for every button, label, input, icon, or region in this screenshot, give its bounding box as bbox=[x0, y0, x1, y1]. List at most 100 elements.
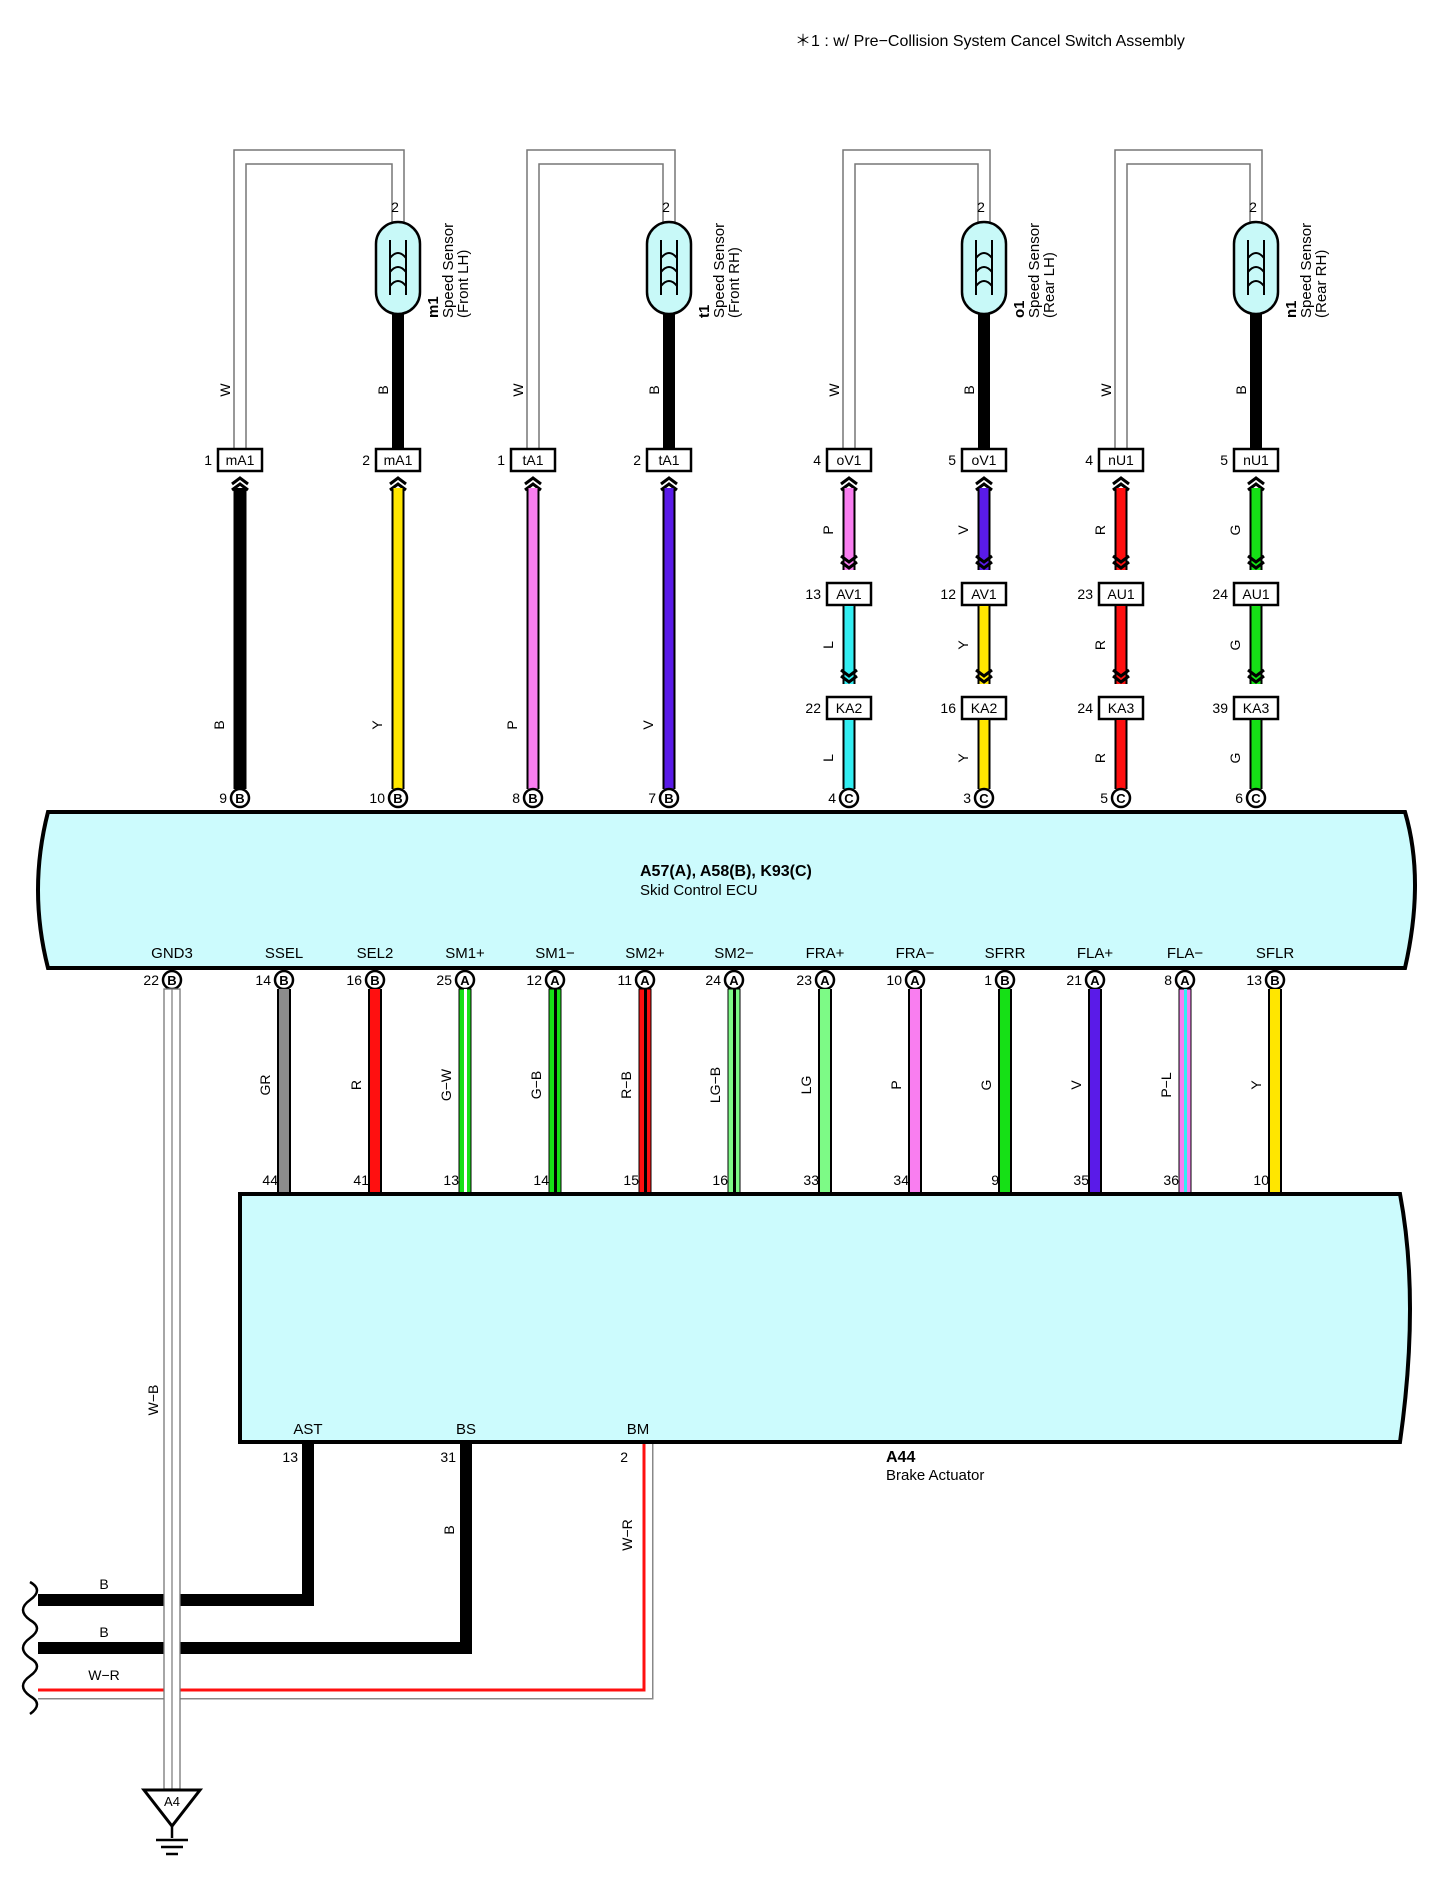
ecu-bottom-sm2p-wire-label: R−B bbox=[618, 1071, 634, 1099]
bm-wire-red bbox=[38, 1444, 646, 1692]
circuit-1-lower-a-label: B bbox=[211, 720, 227, 729]
circuit-4-chev-b2-stroke bbox=[1247, 554, 1265, 564]
circuit-3-ka-a-label: KA2 bbox=[836, 700, 863, 716]
sensor-o1-title: Speed Sensor bbox=[1026, 223, 1043, 318]
circuit-3-lower-b-fill bbox=[979, 720, 989, 789]
circuit-4-lower-a-label: R bbox=[1092, 753, 1108, 763]
sensor-t1-pin-top: 2 bbox=[662, 199, 670, 215]
circuit-4-chev-b2-stroke bbox=[1247, 560, 1265, 570]
ecu-bottom-sflr-pin-pin: 13 bbox=[1246, 972, 1262, 988]
circuit-4-av-b-pin: 24 bbox=[1212, 586, 1228, 602]
circuit-4-av-wire-b-fill bbox=[1251, 606, 1261, 684]
ecu-bottom-sel2-pin-tag: B bbox=[370, 973, 379, 988]
circuit-4-loop-outer bbox=[1114, 149, 1263, 448]
brake-actuator bbox=[238, 1192, 1412, 1444]
ecu-bottom-sm2m-wire-stripe bbox=[733, 989, 736, 1194]
sensor-m1-pin-bottom: 1 bbox=[391, 321, 399, 337]
ecu-bottom-ssel-wire-label: GR bbox=[257, 1075, 273, 1096]
circuit-1-conn-a bbox=[216, 447, 264, 473]
circuit-3-chev-b3-stroke bbox=[975, 668, 993, 678]
skid-control-ecu bbox=[36, 810, 1417, 970]
circuit-3-lower-a-label: L bbox=[820, 754, 836, 762]
circuit-4-lower-a-fill bbox=[1116, 720, 1126, 789]
circuit-2-chev-a-stroke bbox=[524, 476, 542, 486]
circuit-4-lower-b-label: G bbox=[1227, 753, 1243, 764]
bm-wire-white bbox=[38, 1444, 652, 1698]
circuit-1-lower-a-fill bbox=[235, 488, 245, 789]
circuit-4-av-a-label: R bbox=[1092, 640, 1108, 650]
circuit-3-av-b-label: Y bbox=[955, 640, 971, 650]
circuit-2-b-label: B bbox=[646, 385, 662, 394]
circuit-2-conn-a bbox=[509, 447, 557, 473]
note-text: ＊1 : w/ Pre−Collision System Cancel Swit… bbox=[795, 33, 1185, 50]
ecu-bottom-sflr-act-pin: 10 bbox=[1253, 1172, 1269, 1188]
circuit-4-av-b-label: AU1 bbox=[1242, 586, 1269, 602]
bs-wire-label: B bbox=[441, 1525, 457, 1534]
circuit-3-conn-a-pin: 4 bbox=[813, 452, 821, 468]
circuit-2-conn-b-pin: 2 bbox=[633, 452, 641, 468]
circuit-3-av-b-label: AV1 bbox=[971, 586, 997, 602]
ecu-bottom-flap-pin-tag: A bbox=[1090, 973, 1100, 988]
ecu-bottom-sfrr-pin-tag: B bbox=[1000, 973, 1009, 988]
ecu-bottom-sm1m-label: SM1− bbox=[535, 945, 575, 962]
circuit-1-lower-b-label: Y bbox=[369, 720, 385, 730]
circuit-2-conn-a-label: tA1 bbox=[522, 452, 543, 468]
ecu-bottom-sel2-label: SEL2 bbox=[357, 945, 394, 962]
circuit-3-conn-b-label: oV1 bbox=[972, 452, 997, 468]
ecu-bottom-frap-wire-label: LG bbox=[798, 1076, 814, 1095]
circuit-1-loop-inner bbox=[245, 163, 393, 448]
ecu-bottom-sm2m-pin-pin: 24 bbox=[705, 972, 721, 988]
ecu-bottom-gnd3-label: GND3 bbox=[151, 945, 193, 962]
circuit-4-chev-b3-stroke bbox=[1247, 668, 1265, 678]
sensor-m1-pin-top: 2 bbox=[391, 199, 399, 215]
circuit-3-av-wire-a-fill bbox=[844, 606, 854, 684]
circuit-3-chev-a3-stroke bbox=[840, 674, 858, 684]
circuit-3-black-wire bbox=[978, 314, 990, 448]
circuit-3-loop-outer bbox=[842, 149, 991, 448]
circuit-4-lower-b-fill bbox=[1251, 720, 1261, 789]
sensor-o1-loc: (Rear LH) bbox=[1041, 252, 1058, 318]
ecu-bottom-fram-label: FRA− bbox=[896, 945, 935, 962]
left-wire-3-label: W−R bbox=[88, 1667, 120, 1683]
circuit-3-mid-a-label: P bbox=[820, 525, 836, 534]
ecu-bottom-ssel-act-pin: 44 bbox=[262, 1172, 278, 1188]
circuit-1-chev-b-stroke bbox=[389, 476, 407, 486]
circuit-1-conn-a-label: mA1 bbox=[226, 452, 255, 468]
ecu-bottom-sel2-wire-fill bbox=[370, 989, 380, 1194]
sensor-n1-pin-top: 2 bbox=[1249, 199, 1257, 215]
ecu-bottom-flam-pin-tag: A bbox=[1180, 973, 1190, 988]
circuit-4-b-label: B bbox=[1233, 385, 1249, 394]
circuit-4-conn-b-pin: 5 bbox=[1220, 452, 1228, 468]
sensor-n1-title: Speed Sensor bbox=[1298, 223, 1315, 318]
circuit-4-ka-b bbox=[1232, 695, 1280, 721]
ecu-bottom-sm1m-pin-pin: 12 bbox=[526, 972, 542, 988]
actuator-bm-pin: 2 bbox=[620, 1449, 628, 1465]
circuit-3-chev-a2-stroke bbox=[840, 554, 858, 564]
ecu-bottom-sm2p-act-pin: 15 bbox=[623, 1172, 639, 1188]
circuit-1-loop-outer bbox=[233, 149, 405, 448]
circuit-3-ka-b-label: KA2 bbox=[971, 700, 998, 716]
ecu-bottom-sfrr-wire-label: G bbox=[978, 1080, 994, 1091]
circuit-4-chev-b3-stroke bbox=[1247, 674, 1265, 684]
ecu-bottom-sel2-act-pin: 41 bbox=[353, 1172, 369, 1188]
circuit-2-lower-b-label: V bbox=[640, 720, 656, 730]
circuit-3-av-a-label: L bbox=[820, 641, 836, 649]
ecu-bottom-flap-label: FLA+ bbox=[1077, 945, 1114, 962]
ecu-bottom-flam-act-pin: 36 bbox=[1163, 1172, 1179, 1188]
circuit-4-chev-a3-stroke bbox=[1112, 674, 1130, 684]
ecu-bottom-sm1p-act-pin: 13 bbox=[443, 1172, 459, 1188]
circuit-1-conn-b-label: mA1 bbox=[384, 452, 413, 468]
ground-code: A4 bbox=[164, 1794, 180, 1809]
ecu-subtitle: Skid Control ECU bbox=[640, 882, 758, 899]
ecu-bottom-flam-label: FLA− bbox=[1167, 945, 1204, 962]
circuit-3-w-label: W bbox=[826, 383, 842, 397]
circuit-4-ka-a-label: KA3 bbox=[1108, 700, 1135, 716]
circuit-4-mid-a-label: R bbox=[1092, 525, 1108, 535]
circuit-4-ecu-pin-a bbox=[1110, 787, 1132, 809]
circuit-3-ka-b bbox=[960, 695, 1008, 721]
circuit-4-ka-b-label: KA3 bbox=[1243, 700, 1270, 716]
ecu-bottom-sel2-pin-pin: 16 bbox=[346, 972, 362, 988]
ecu-bottom-ssel-label: SSEL bbox=[265, 945, 303, 962]
circuit-2-ecu-pin-a-tag: B bbox=[528, 791, 537, 806]
ecu-bottom-frap-pin-tag: A bbox=[820, 973, 830, 988]
